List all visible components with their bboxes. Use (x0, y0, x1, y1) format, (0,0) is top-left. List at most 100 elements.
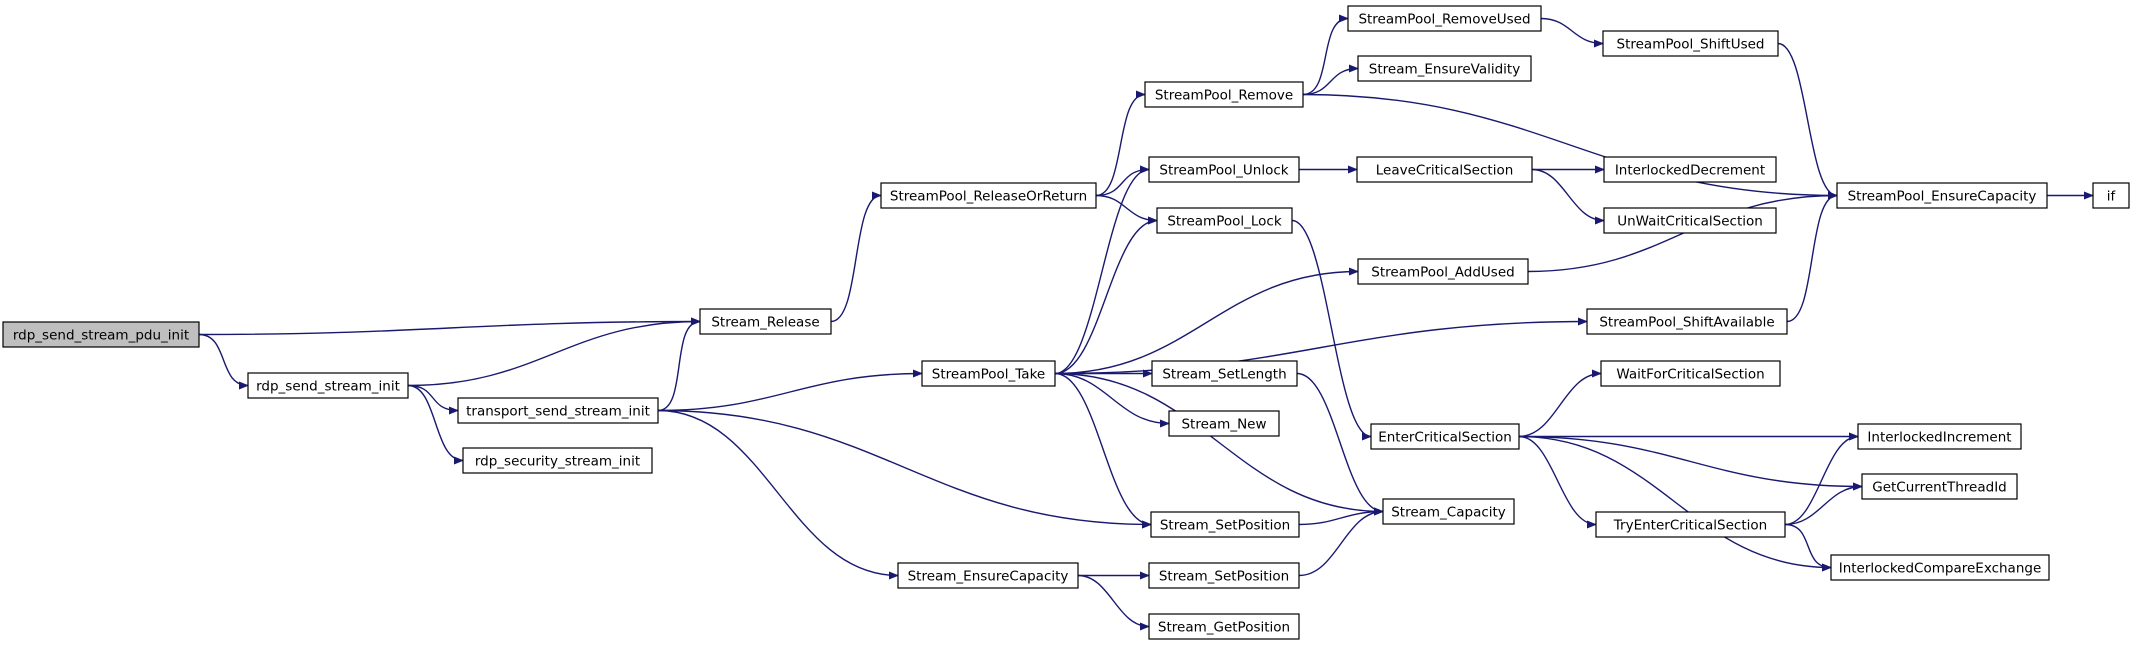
node-label: InterlockedDecrement (1615, 163, 1765, 179)
node-label: StreamPool_Unlock (1159, 163, 1288, 179)
edge-streampool-take-to-stream-new (1054, 372, 1170, 428)
node-box (1148, 613, 1300, 640)
node-stream-release[interactable]: Stream_Release (699, 308, 832, 335)
node-rdp-send-stream-init[interactable]: rdp_send_stream_init (247, 372, 409, 399)
node-getcurrentthreadid[interactable]: GetCurrentThreadId (1861, 473, 2018, 500)
node-stream-capacity[interactable]: Stream_Capacity (1382, 498, 1515, 525)
node-stream-ensurecapacity[interactable]: Stream_EnsureCapacity (897, 562, 1079, 589)
node-box (880, 182, 1097, 209)
node-box (2, 321, 200, 348)
node-unwaitcriticalsection[interactable]: UnWaitCriticalSection (1603, 207, 1777, 234)
node-if[interactable]: if (2092, 182, 2130, 209)
node-stream-ensurevalidity[interactable]: Stream_EnsureValidity (1357, 55, 1532, 82)
edge-rdp-send-stream-init-to-stream-release (407, 317, 701, 387)
node-box (1370, 423, 1520, 450)
node-label: Stream_GetPosition (1158, 620, 1290, 636)
node-box (1357, 258, 1529, 285)
node-streampool-addused[interactable]: StreamPool_AddUsed (1357, 258, 1529, 285)
node-label: GetCurrentThreadId (1872, 480, 2007, 496)
node-box (1156, 207, 1293, 234)
node-streampool-take[interactable]: StreamPool_Take (921, 360, 1056, 387)
node-box (1602, 30, 1779, 57)
edge-rdp-send-stream-init-to-transport-send-stream-init (407, 384, 459, 415)
edge-stream-setposition-1-to-stream-capacity (1298, 507, 1384, 526)
node-box (1830, 554, 2050, 581)
node-box (1357, 55, 1532, 82)
node-label: rdp_security_stream_init (475, 454, 640, 470)
node-label: Stream_New (1181, 417, 1266, 433)
node-label: StreamPool_ShiftAvailable (1599, 315, 1774, 331)
node-rdp-security-stream-init[interactable]: rdp_security_stream_init (462, 447, 653, 474)
node-box (1857, 423, 2022, 450)
edge-streampool-take-to-streampool-unlock (1054, 165, 1150, 375)
node-stream-setposition-2[interactable]: Stream_SetPosition (1148, 562, 1300, 589)
node-stream-setlength[interactable]: Stream_SetLength (1151, 360, 1298, 387)
node-box (1603, 207, 1777, 234)
node-streampool-lock[interactable]: StreamPool_Lock (1156, 207, 1293, 234)
node-label: Stream_Release (711, 315, 819, 331)
node-box (1603, 156, 1777, 183)
node-streampool-releaseorreturn[interactable]: StreamPool_ReleaseOrReturn (880, 182, 1097, 209)
node-label: Stream_EnsureValidity (1369, 62, 1520, 78)
edge-rdp-send-stream-init-to-rdp-security-stream-init (407, 384, 464, 465)
node-streampool-ensurecapacity[interactable]: StreamPool_EnsureCapacity (1836, 182, 2048, 209)
node-box (1382, 498, 1515, 525)
node-stream-getposition[interactable]: Stream_GetPosition (1148, 613, 1300, 640)
node-stream-new[interactable]: Stream_New (1168, 410, 1280, 437)
edge-entercriticalsection-to-waitforcriticalsection (1518, 369, 1602, 438)
edge-streampool-releaseorreturn-to-streampool-lock (1095, 194, 1158, 225)
node-box (457, 397, 659, 424)
node-streampool-shiftavailable[interactable]: StreamPool_ShiftAvailable (1586, 308, 1788, 335)
node-label: StreamPool_Remove (1155, 88, 1293, 104)
node-box (897, 562, 1079, 589)
node-label: rdp_send_stream_pdu_init (13, 328, 189, 344)
edge-transport-send-stream-init-to-stream-setposition-1 (657, 409, 1152, 529)
node-label: InterlockedIncrement (1867, 430, 2011, 446)
edge-transport-send-stream-init-to-stream-release (657, 317, 701, 412)
node-box (1151, 360, 1298, 387)
node-entercriticalsection[interactable]: EnterCriticalSection (1370, 423, 1520, 450)
node-label: Stream_Capacity (1391, 505, 1506, 521)
edge-streampool-shiftavailable-to-streampool-ensurecapacity (1786, 191, 1838, 323)
edge-entercriticalsection-to-tryentercriticalsection (1518, 435, 1597, 529)
node-box (1168, 410, 1280, 437)
edge-streampool-remove-to-streampool-ensurecapacity (1302, 93, 1838, 200)
node-label: TryEnterCriticalSection (1613, 518, 1767, 534)
node-waitforcriticalsection[interactable]: WaitForCriticalSection (1600, 360, 1781, 387)
node-interlockedcompareexchange[interactable]: InterlockedCompareExchange (1830, 554, 2050, 581)
node-label: transport_send_stream_init (466, 404, 650, 420)
node-transport-send-stream-init[interactable]: transport_send_stream_init (457, 397, 659, 424)
node-streampool-unlock[interactable]: StreamPool_Unlock (1148, 156, 1300, 183)
node-box (462, 447, 653, 474)
node-box (699, 308, 832, 335)
node-label: Stream_SetPosition (1160, 518, 1290, 534)
node-streampool-removeused[interactable]: StreamPool_RemoveUsed (1347, 5, 1542, 32)
edge-streampool-take-to-stream-setposition-1 (1054, 372, 1152, 529)
edge-rdp-send-stream-pdu-init-to-stream-release (198, 317, 701, 336)
node-interlockedincrement[interactable]: InterlockedIncrement (1857, 423, 2022, 450)
node-label: InterlockedCompareExchange (1839, 561, 2042, 577)
node-label: WaitForCriticalSection (1616, 367, 1764, 383)
edge-stream-ensurecapacity-to-stream-getposition (1077, 574, 1150, 631)
node-label: rdp_send_stream_init (256, 379, 400, 395)
node-interlockeddecrement[interactable]: InterlockedDecrement (1603, 156, 1777, 183)
node-label: UnWaitCriticalSection (1617, 214, 1763, 230)
edge-entercriticalsection-to-interlockedcompareexchange (1518, 435, 1832, 572)
edge-transport-send-stream-init-to-streampool-take (657, 369, 923, 412)
node-leavecriticalsection[interactable]: LeaveCriticalSection (1356, 156, 1533, 183)
node-label: Stream_EnsureCapacity (908, 569, 1069, 585)
node-stream-setposition-1[interactable]: Stream_SetPosition (1150, 511, 1300, 538)
node-box (921, 360, 1056, 387)
node-label: StreamPool_ReleaseOrReturn (890, 189, 1087, 205)
function-nodes: rdp_send_stream_pdu_init rdp_send_stream_… (2, 5, 2130, 640)
edge-tryentercriticalsection-to-getcurrentthreadid (1784, 482, 1863, 526)
node-tryentercriticalsection[interactable]: TryEnterCriticalSection (1595, 511, 1786, 538)
node-streampool-remove[interactable]: StreamPool_Remove (1144, 81, 1304, 108)
node-label: StreamPool_AddUsed (1371, 265, 1514, 281)
node-streampool-shiftused[interactable]: StreamPool_ShiftUsed (1602, 30, 1779, 57)
edge-streampool-lock-to-entercriticalsection (1291, 219, 1372, 441)
edge-entercriticalsection-to-getcurrentthreadid (1518, 435, 1863, 491)
node-rdp-send-stream-pdu-init: rdp_send_stream_pdu_init (2, 321, 200, 348)
edge-tryentercriticalsection-to-interlockedincrement (1784, 432, 1859, 526)
